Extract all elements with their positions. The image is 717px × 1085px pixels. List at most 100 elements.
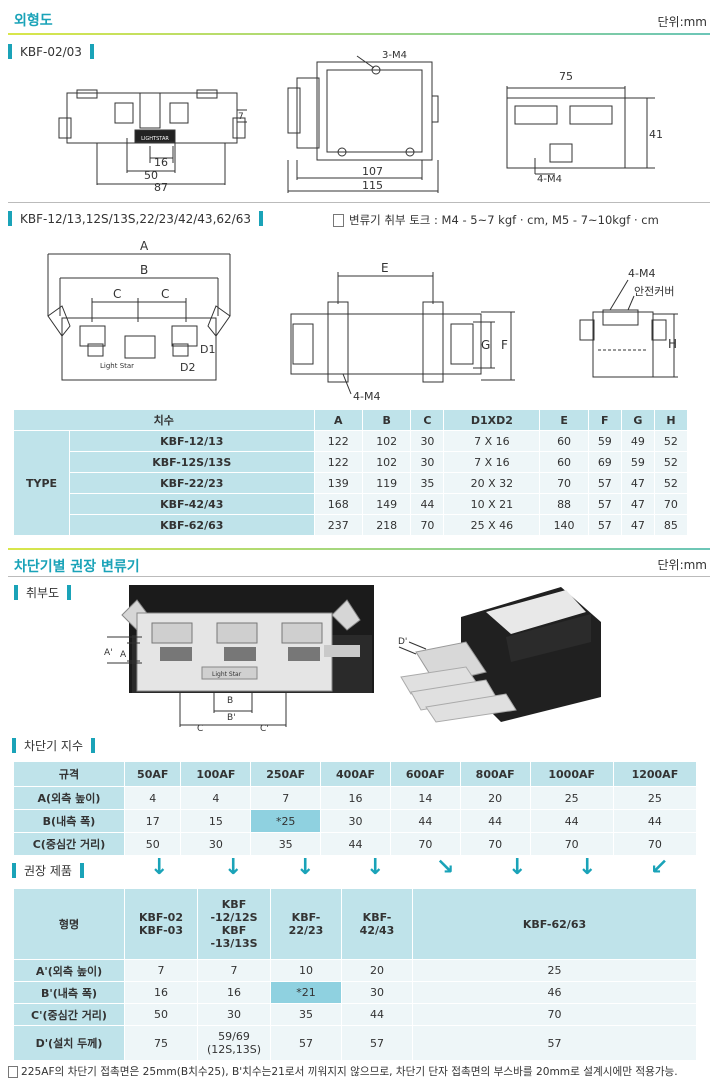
table-cell-highlight: *25: [250, 809, 322, 833]
table-cell: 35: [250, 832, 322, 856]
table-header: 50AF: [123, 761, 182, 787]
table-cell-highlight: *21: [270, 981, 342, 1004]
table-cell: A(외측 높이): [13, 786, 125, 810]
table-cell: 57: [587, 514, 622, 536]
dim-f: F: [501, 338, 508, 352]
section-divider: [8, 548, 710, 550]
table-row: KBF-42/43 168 149 44 10 X 21 88 57 47 70: [14, 493, 689, 515]
table-cell: 30: [320, 809, 391, 833]
table-cell: 102: [361, 430, 412, 452]
arrow-down-icon: ↓: [150, 855, 169, 880]
table-header: D1XD2: [443, 409, 541, 431]
dim-4-m4-side: 4-M4: [628, 267, 655, 280]
table-cell: 69: [587, 451, 622, 473]
table-cell: 4: [123, 786, 182, 810]
table-cell: 102: [361, 451, 412, 473]
document-icon: [8, 1065, 18, 1078]
table-cell: 47: [620, 514, 655, 536]
dim-b: B: [227, 696, 233, 706]
dim-a: A: [140, 239, 149, 253]
table-cell: 237: [313, 514, 363, 536]
table-cell: 44: [320, 832, 391, 856]
table-cell: 35: [410, 472, 445, 494]
kbf-12-top-drawing: E G F 4-M4: [290, 261, 515, 403]
model-header: KBF-02 KBF-03: [124, 888, 198, 960]
table-cell: 44: [459, 809, 531, 833]
install-photo-front: A' A B B' C C' Light Star: [104, 585, 374, 734]
table-row: B'(내측 폭) 16 16 *21 30 46: [13, 981, 697, 1004]
dim-7: 7: [238, 112, 244, 122]
accent-bar: [89, 44, 94, 59]
table-cell: 218: [361, 514, 412, 536]
table-cell: 52: [653, 430, 689, 452]
model-header: KBF- 42/43: [341, 888, 413, 960]
table-cell: 139: [313, 472, 363, 494]
dim-b-prime: B': [227, 713, 236, 723]
dim-c: C: [113, 287, 121, 301]
dim-c-2: C: [161, 287, 169, 301]
table-cell: 122: [313, 430, 363, 452]
table-cell: 52: [653, 472, 689, 494]
table-cell: 57: [587, 493, 622, 515]
table-cell: 30: [410, 430, 445, 452]
arrow-down-icon: ↓: [366, 855, 385, 880]
table-row: C'(중심간 거리) 50 30 35 44 70: [13, 1003, 697, 1026]
subheading-label: 취부도: [26, 586, 60, 600]
table-header: 800AF: [459, 761, 531, 787]
dim-e: E: [381, 261, 389, 275]
section-title-recommend: 차단기별 권장 변류기: [14, 559, 140, 575]
plate-text: Light Star: [100, 362, 134, 370]
table-cell: 50: [123, 832, 182, 856]
dim-115: 115: [362, 179, 383, 192]
subheading-kbf-02-03: KBF-02/03: [8, 44, 94, 59]
table-cell: B(내측 폭): [13, 809, 125, 833]
table-cell: 44: [410, 493, 445, 515]
accent-bar: [79, 863, 84, 878]
table-header: 250AF: [250, 761, 322, 787]
table-cell: 122: [313, 451, 363, 473]
table-cell: KBF-22/23: [69, 472, 315, 494]
table-cell: 35: [270, 1003, 342, 1026]
table-cell: 7: [250, 786, 322, 810]
table-cell: 25: [412, 959, 697, 982]
plate-text: Light Star: [212, 671, 242, 678]
table-cell: 25: [529, 786, 614, 810]
table-cell: 52: [653, 451, 689, 473]
table-cell: KBF-12S/13S: [69, 451, 315, 473]
table-cell: 17: [123, 809, 182, 833]
table-cell: 15: [180, 809, 252, 833]
table-cell: D'(설치 두께): [13, 1025, 125, 1061]
table-header: 1000AF: [529, 761, 614, 787]
table-cell: 70: [410, 514, 445, 536]
footnote-text: 225AF의 차단기 접촉면은 25mm(B치수25), B'치수는21로서 끼…: [21, 1066, 678, 1078]
table-cell: 149: [361, 493, 412, 515]
document-icon: [333, 213, 344, 227]
kbf-02-03-top-drawing: 3-M4 107 115: [287, 50, 439, 193]
table-cell: 7: [197, 959, 271, 982]
dim-c-prime: C': [260, 724, 269, 734]
accent-bar: [8, 211, 12, 226]
table-cell: 57: [270, 1025, 342, 1061]
table-cell: 16: [197, 981, 271, 1004]
table-cell: 60: [539, 451, 589, 473]
table-cell: C(중심간 거리): [13, 832, 125, 856]
table-cell: 25 X 46: [443, 514, 541, 536]
torque-text: 변류기 취부 토크 : M4 - 5~7 kgf · cm, M5 - 7~10…: [349, 213, 659, 227]
table-cell: 57: [412, 1025, 697, 1061]
table-header: H: [653, 409, 689, 431]
dim-41: 41: [649, 128, 663, 141]
table-cell: 70: [459, 832, 531, 856]
table-cell: 16: [124, 981, 198, 1004]
table-cell: 75: [124, 1025, 198, 1061]
dim-c: C: [197, 724, 203, 734]
table-row: A'(외측 높이) 7 7 10 20 25: [13, 959, 697, 982]
model-header: KBF- 22/23: [270, 888, 342, 960]
table-cell: 60: [539, 430, 589, 452]
dim-d2: D2: [180, 361, 195, 374]
torque-note: 변류기 취부 토크 : M4 - 5~7 kgf · cm, M5 - 7~10…: [333, 212, 659, 228]
arrow-down-icon: ↓: [296, 855, 315, 880]
type-group-label: TYPE: [13, 430, 70, 536]
table-cell: 30: [180, 832, 252, 856]
table-row: A(외측 높이) 4 4 7 16 14 20 25 25: [13, 786, 698, 810]
model-header: KBF -12/12S KBF -13/13S: [197, 888, 271, 960]
